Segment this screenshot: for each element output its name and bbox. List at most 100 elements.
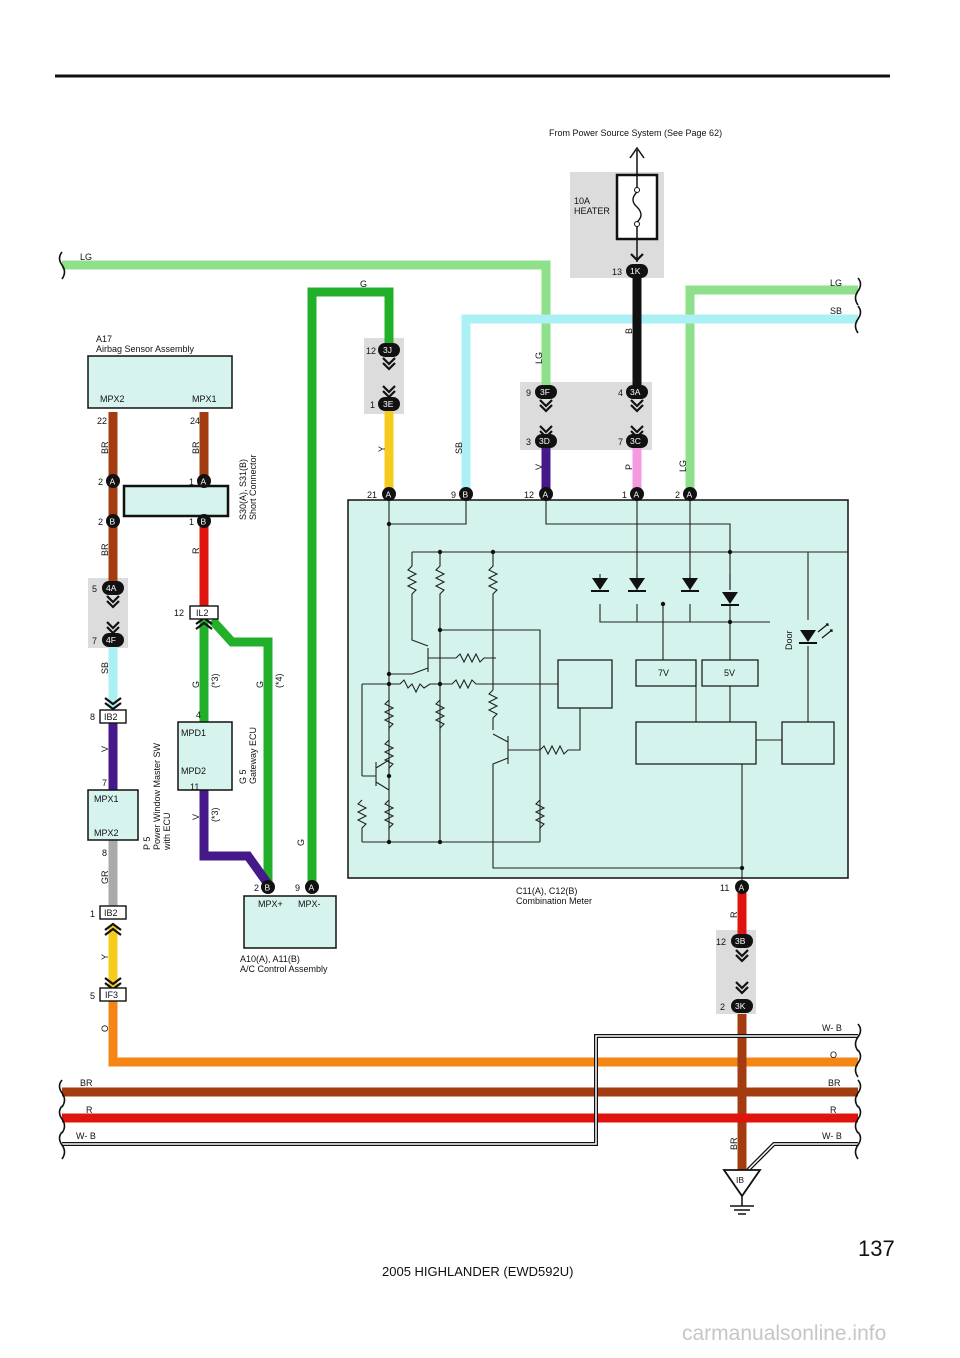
- ac-pin-mpx-minus: MPX-: [298, 899, 321, 909]
- meter-reg-feed: [662, 604, 731, 660]
- wire-label: LG: [534, 352, 544, 364]
- ground-ib-label: IB: [736, 1175, 744, 1185]
- window-code: P 5: [142, 837, 152, 850]
- meter-door-block: [781, 721, 835, 765]
- junction: [437, 681, 443, 687]
- bubble-sb2: B: [110, 517, 116, 527]
- pin-numbers: 12 1 9 3 4 7 13 21 9 12 1 2 2 1 2 1 5 7 …: [90, 267, 729, 1012]
- bubble-3f-bg: [535, 385, 557, 399]
- wire-o: [108, 1000, 858, 1067]
- airbag-sensor-box: [87, 355, 233, 409]
- bubble-ac-b: B: [265, 883, 271, 893]
- bubble-3f: 3F: [540, 387, 550, 397]
- wire-label: V: [191, 814, 201, 820]
- meter-resistor-1: [406, 552, 418, 600]
- wire-wb-right: [746, 1142, 858, 1172]
- ac-control-box: [243, 895, 337, 949]
- pin-num: 2: [98, 517, 103, 527]
- wire-label: BR: [80, 1078, 93, 1088]
- wire-label: LG: [678, 460, 688, 472]
- wire-label: Y: [377, 446, 387, 452]
- junction: [386, 681, 392, 687]
- wire-label: G: [191, 681, 201, 688]
- ground-icon: [730, 1196, 754, 1215]
- meter-cpu-block: [635, 721, 757, 765]
- door-led-rays: [817, 623, 833, 639]
- meter-resistor-7: [383, 699, 395, 730]
- wire-label: P: [624, 464, 634, 470]
- power-source-label: From Power Source System (See Page 62): [549, 128, 722, 138]
- wire-lg-right: [685, 285, 858, 492]
- diode-2: [629, 578, 645, 590]
- bubble-3k-bg: [731, 999, 753, 1013]
- pin-num: 3: [526, 437, 531, 447]
- junction: [660, 601, 666, 607]
- junction: [739, 865, 745, 871]
- bubble-a1: A: [634, 490, 640, 500]
- window-num-8: 8: [102, 848, 107, 858]
- bubble-1k: 1K: [630, 266, 641, 276]
- page-number: 137: [858, 1236, 895, 1261]
- bubble-3e: 3E: [383, 399, 394, 409]
- wire-label: O: [830, 1050, 837, 1060]
- chevron-1k: [630, 253, 644, 262]
- junction: [437, 839, 443, 845]
- meter-ic-block: [557, 659, 613, 709]
- junction: [727, 619, 733, 625]
- meter-reg-out: [695, 686, 731, 722]
- bubble-sa2: A: [110, 477, 116, 487]
- junction: [437, 627, 443, 633]
- pin-num: 21: [367, 490, 377, 500]
- pin-num: 7: [92, 636, 97, 646]
- bubble-a1-bg: [630, 487, 644, 501]
- gateway-ecu-box: [177, 721, 233, 791]
- bubble-sb2-bg: [106, 514, 120, 528]
- break-wb-left: [58, 1131, 66, 1160]
- break-r-left: [58, 1105, 66, 1134]
- note-3-a: (*3): [210, 673, 220, 688]
- fuse-name: HEATER: [574, 206, 610, 216]
- bubble-sa1-bg: [197, 474, 211, 488]
- wire-label: R: [830, 1105, 837, 1115]
- bubble-il2-bg: [189, 605, 219, 620]
- pin-num: 2: [720, 1002, 725, 1012]
- bubble-meter-a11: A: [739, 883, 745, 893]
- meter-diode-bus: [599, 604, 770, 623]
- fuse-element: [632, 191, 642, 223]
- wire-label: G: [360, 279, 367, 289]
- pin-num: 5: [90, 991, 95, 1001]
- wire-label: R: [191, 547, 201, 554]
- door-led-bar: [799, 642, 817, 644]
- meter-diode-join: [636, 604, 731, 622]
- pin-num: 12: [524, 490, 534, 500]
- bubble-a21: A: [386, 490, 392, 500]
- airbag-num-24: 24: [190, 416, 200, 426]
- pin-num: 2: [675, 490, 680, 500]
- connector-bubbles: 3J 3E 3F 3D 3A 3C 1K A B A A A A A B B 4…: [99, 264, 753, 1013]
- short-connector-name: Short Connector: [248, 454, 258, 520]
- ground-ib-triangle: [722, 1169, 762, 1198]
- bubble-a21-bg: [382, 487, 396, 501]
- bubble-3j-bg: [378, 343, 400, 357]
- meter-code: C11(A), C12(B): [516, 886, 577, 896]
- ac-pin-mpx-plus: MPX+: [258, 899, 283, 909]
- bubble-b9: B: [463, 490, 469, 500]
- bubble-il2: IL2: [196, 608, 209, 618]
- bubble-b9-bg: [459, 487, 473, 501]
- wire-sb-right: [461, 314, 858, 492]
- chevron-4a: [106, 595, 120, 609]
- gateway-num-4: 4: [196, 710, 201, 720]
- meter-resistor-12: [534, 799, 546, 830]
- wire-label: G: [255, 681, 265, 688]
- diode-3-bar: [681, 590, 699, 592]
- wire-label: BR: [828, 1078, 841, 1088]
- wire-label: BR: [100, 543, 110, 556]
- bubble-ib2-top: IB2: [104, 712, 118, 722]
- pin-num: 1: [189, 517, 194, 527]
- pin-num: 11: [720, 883, 729, 893]
- junction: [437, 549, 443, 555]
- bubble-4a: 4A: [106, 583, 117, 593]
- diode-2-bar: [628, 590, 646, 592]
- wire-label: W- B: [822, 1023, 842, 1033]
- chevron-3b: [735, 949, 749, 963]
